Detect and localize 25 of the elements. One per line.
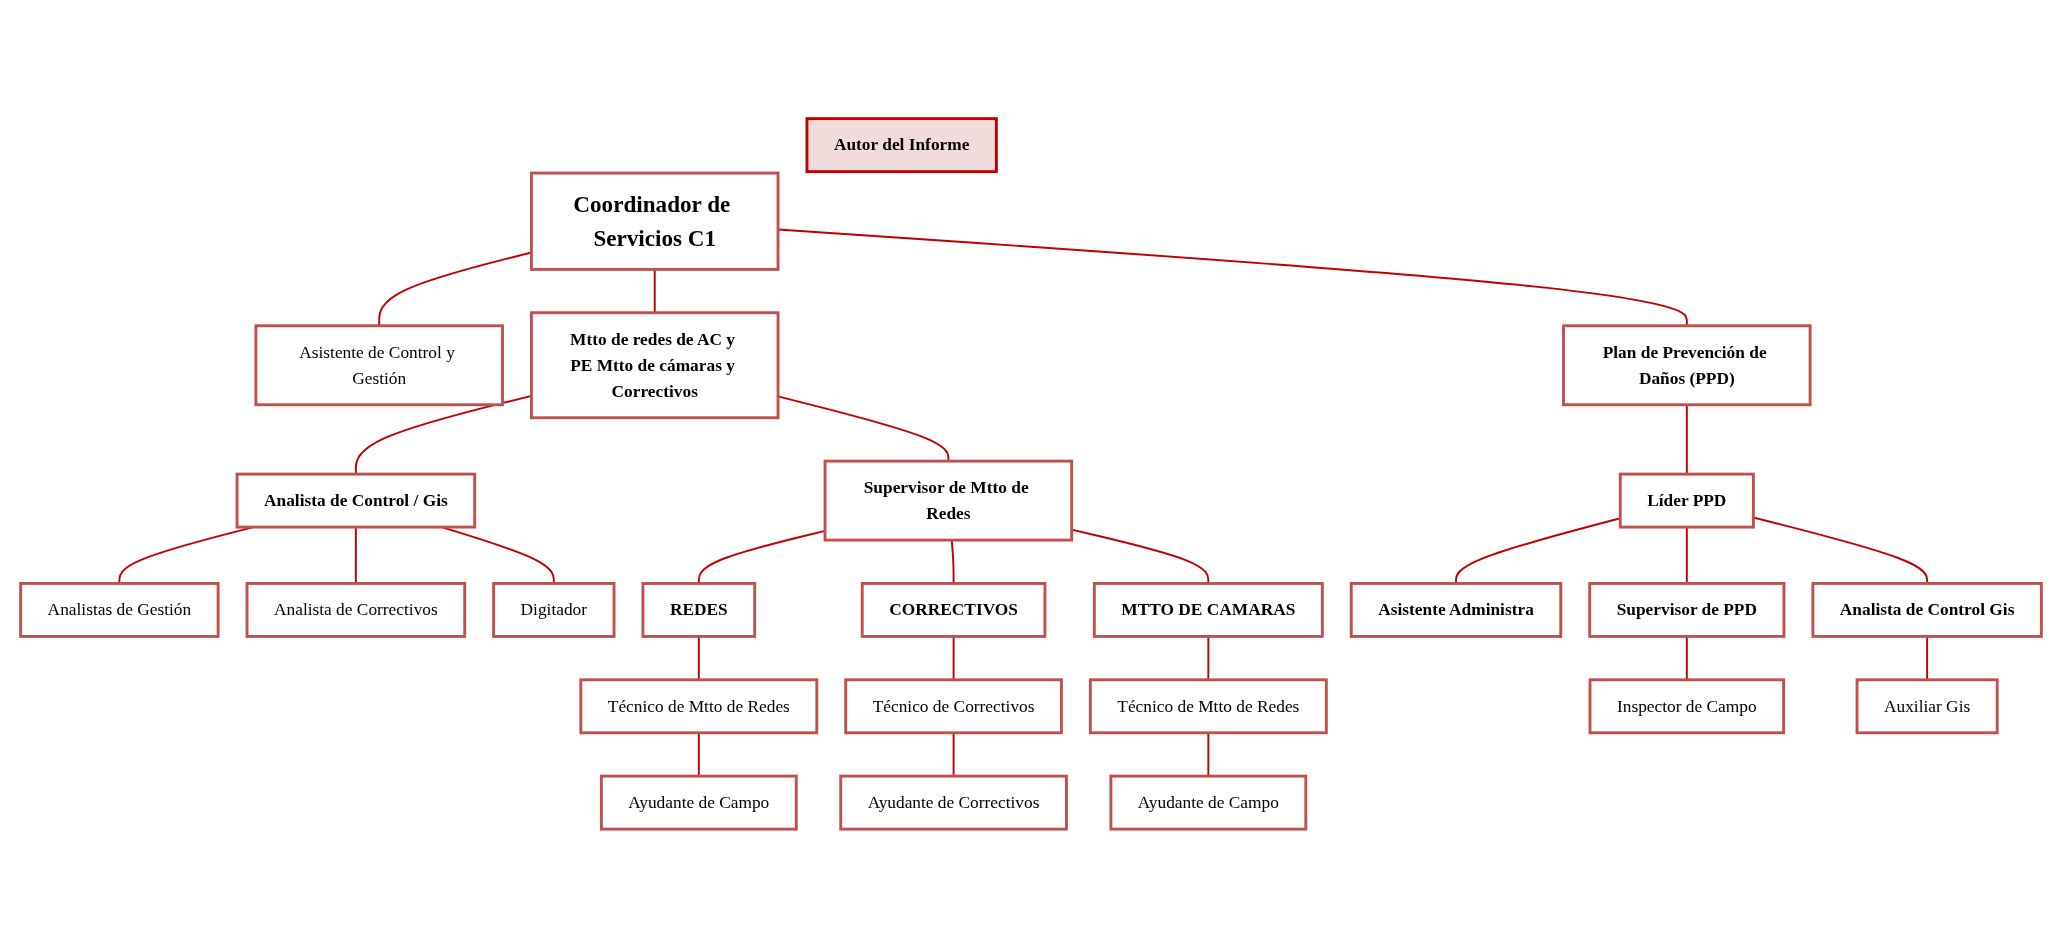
node-box: Ayudante de Correctivos	[839, 774, 1068, 831]
node-box: Técnico de Correctivos	[844, 677, 1063, 734]
node-box: Analista de Control / Gis	[235, 472, 477, 529]
node-box: Coordinador de Servicios C1	[529, 171, 780, 271]
node-box: Analista de Correctivos	[245, 581, 467, 638]
node-box: Supervisor de PPD	[1588, 581, 1786, 638]
node-box: Auxiliar Gis	[1855, 677, 1999, 734]
node-box: Analista de Control Gis	[1811, 581, 2043, 638]
node-box: Asistente de Control y Gestión	[254, 323, 504, 406]
node-box: Ayudante de Campo	[599, 774, 798, 831]
node-box: Técnico de Mtto de Redes	[1088, 677, 1328, 734]
node-box: Técnico de Mtto de Redes	[579, 677, 819, 734]
node-box: Supervisor de Mtto de Redes	[823, 459, 1074, 542]
node-box: Líder PPD	[1618, 472, 1755, 529]
node-box: Mtto de redes de AC y PE Mtto de cámaras y Correctivos	[529, 310, 780, 419]
node-box: Ayudante de Campo	[1109, 774, 1308, 831]
node-box: REDES	[641, 581, 757, 638]
node-box: Digitador	[492, 581, 616, 638]
node-box: Asistente Administra	[1349, 581, 1563, 638]
node-box: Autor del Informe	[805, 116, 998, 173]
node-box: CORRECTIVOS	[860, 581, 1047, 638]
node-box: Analistas de Gestión	[19, 581, 220, 638]
node-box: Inspector de Campo	[1588, 677, 1786, 734]
node-box: Plan de Prevención de Daños (PPD)	[1562, 323, 1812, 406]
node-box: MTTO DE CAMARAS	[1092, 581, 1324, 638]
